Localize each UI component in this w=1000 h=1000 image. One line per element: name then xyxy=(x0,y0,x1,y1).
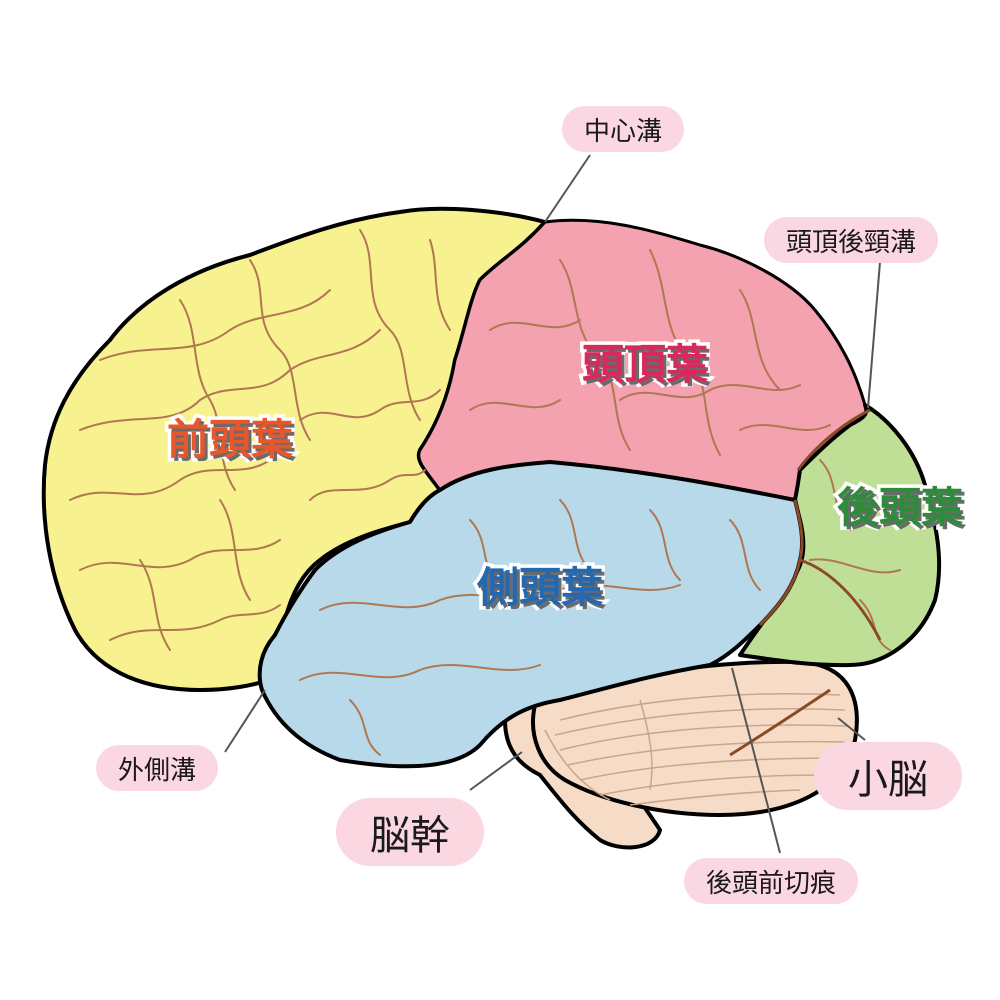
occipital-sulcus xyxy=(799,558,882,641)
leader-lines xyxy=(224,154,881,854)
occipital-lobe-label: 後頭葉 xyxy=(833,483,966,532)
cerebellum-folia xyxy=(544,692,849,806)
cerebellum-fissure xyxy=(729,688,831,757)
parietal-lobe-label: 頭頂葉 xyxy=(578,340,711,389)
parieto-occipital-sulcus-callout: 頭頂後頸溝 xyxy=(764,217,939,263)
lateral-sulcus-callout: 外側溝 xyxy=(96,745,219,791)
temporal-lobe-label: 側頭葉 xyxy=(473,563,606,612)
preoccipital-notch-callout: 後頭前切痕 xyxy=(684,858,859,904)
cerebellum-callout: 小脳 xyxy=(814,742,962,810)
frontal-lobe-label: 前頭葉 xyxy=(163,415,296,464)
brainstem-callout: 脳幹 xyxy=(336,798,484,866)
temporal-lobe-shape xyxy=(257,460,805,769)
central-sulcus-callout: 中心溝 xyxy=(562,106,685,152)
occipital-sulcus-upper xyxy=(796,408,871,471)
